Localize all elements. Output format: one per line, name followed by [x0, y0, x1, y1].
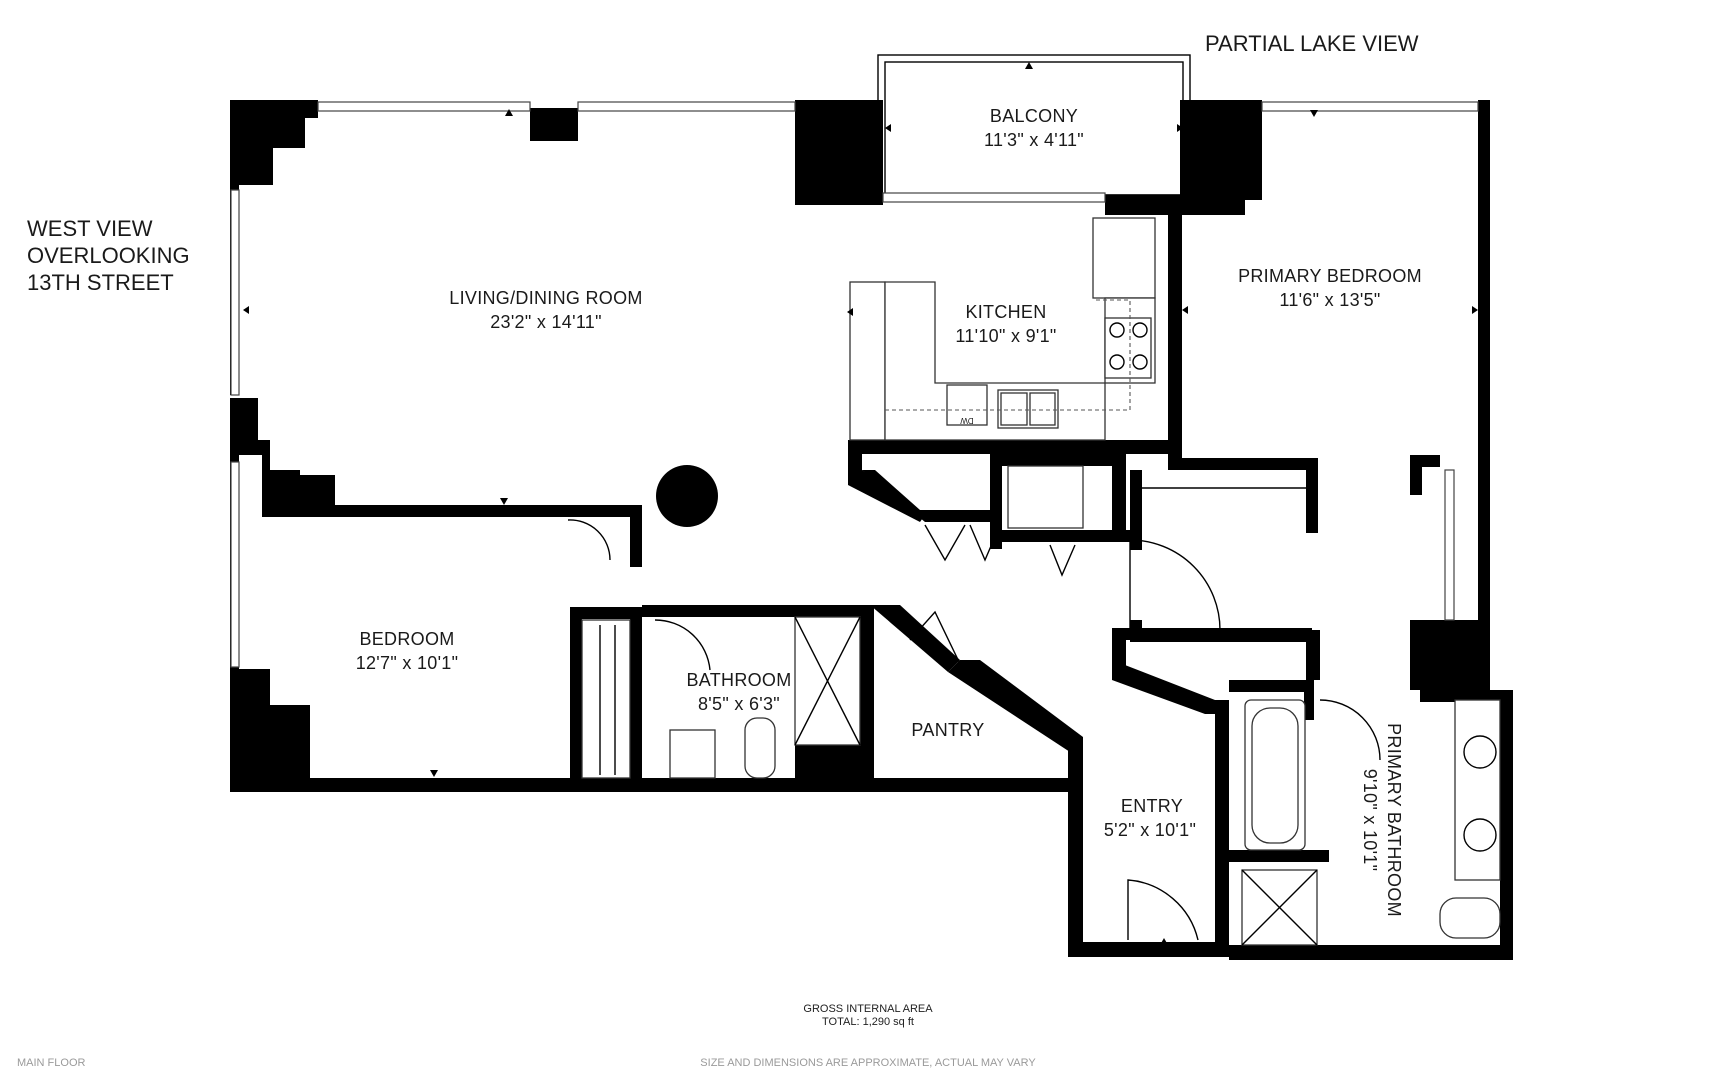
bedroom-door-swing: [567, 519, 611, 561]
bathroom-dims: 8'5" x 6'3": [698, 694, 780, 714]
area-title: GROSS INTERNAL AREA: [803, 1003, 933, 1015]
view-labels: PARTIAL LAKE VIEW WEST VIEW OVERLOOKING …: [27, 31, 1419, 295]
dishwasher: [946, 384, 988, 426]
floor-label: MAIN FLOOR: [17, 1057, 86, 1069]
footer: GROSS INTERNAL AREA TOTAL: 1,290 sq ft M…: [17, 1003, 1036, 1069]
closet: [581, 619, 631, 779]
primary-bathroom-dims: 9'10" x 10'1": [1360, 769, 1380, 872]
vanity-sink: [669, 729, 716, 779]
walls: [230, 100, 1513, 960]
bedroom-dims: 12'7" x 10'1": [356, 653, 459, 673]
balcony: [877, 54, 1191, 203]
disclaimer: SIZE AND DIMENSIONS ARE APPROXIMATE, ACT…: [700, 1057, 1036, 1069]
bathroom-name: BATHROOM: [686, 670, 791, 690]
kitchen-name: KITCHEN: [965, 302, 1046, 322]
room-labels: BALCONY 11'3" x 4'11" LIVING/DINING ROOM…: [356, 106, 1422, 917]
dimension-ticks: [243, 62, 1478, 945]
corner-column-sw: [230, 669, 310, 778]
pantry-diagonal-wall: [870, 605, 960, 672]
pantry-name: PANTRY: [911, 720, 984, 740]
laundry: [1007, 465, 1084, 529]
primary-bath-fixtures: [1241, 699, 1501, 946]
living-name: LIVING/DINING ROOM: [449, 288, 642, 308]
north-view-label: PARTIAL LAKE VIEW: [1205, 31, 1419, 56]
west-view-label-3: 13TH STREET: [27, 270, 174, 295]
toilet: [744, 717, 776, 779]
windows: [230, 101, 1479, 668]
column-north: [530, 108, 578, 141]
corner-column-ne: [1180, 100, 1262, 215]
corner-column-nw: [230, 100, 318, 185]
primary-bedroom-dims: 11'6" x 13'5": [1279, 290, 1380, 310]
pantry-diagonal-wall-2: [948, 660, 1083, 752]
living-dims: 23'2" x 14'11": [490, 312, 602, 332]
balcony-name: BALCONY: [990, 106, 1078, 126]
primary-bathroom-name: PRIMARY BATHROOM: [1384, 723, 1404, 917]
corner-column-w: [230, 398, 335, 505]
area-total: TOTAL: 1,290 sq ft: [822, 1016, 914, 1028]
bath-door-swing: [654, 619, 711, 671]
bedroom-name: BEDROOM: [359, 629, 454, 649]
kitchen-fixtures: [849, 217, 1156, 441]
west-view-label-2: OVERLOOKING: [27, 243, 190, 268]
kitchen-dims: 11'10" x 9'1": [955, 326, 1056, 346]
doors: [909, 465, 1306, 941]
primary-bedroom-name: PRIMARY BEDROOM: [1238, 266, 1422, 286]
balcony-dims: 11'3" x 4'11": [984, 130, 1084, 150]
primary-bathroom-label: PRIMARY BATHROOM 9'10" x 10'1": [1360, 723, 1404, 917]
round-column: [656, 465, 718, 527]
double-vanity: [1454, 699, 1501, 881]
bath-fixtures: [567, 519, 861, 779]
west-view-label-1: WEST VIEW: [27, 216, 153, 241]
primary-toilet: [1439, 897, 1501, 939]
cooktop: [1104, 317, 1152, 379]
entry-name: ENTRY: [1121, 796, 1183, 816]
entry-dims: 5'2" x 10'1": [1104, 820, 1196, 840]
dishwasher-label: DW: [960, 416, 974, 425]
column-balcony-w: [795, 100, 883, 205]
